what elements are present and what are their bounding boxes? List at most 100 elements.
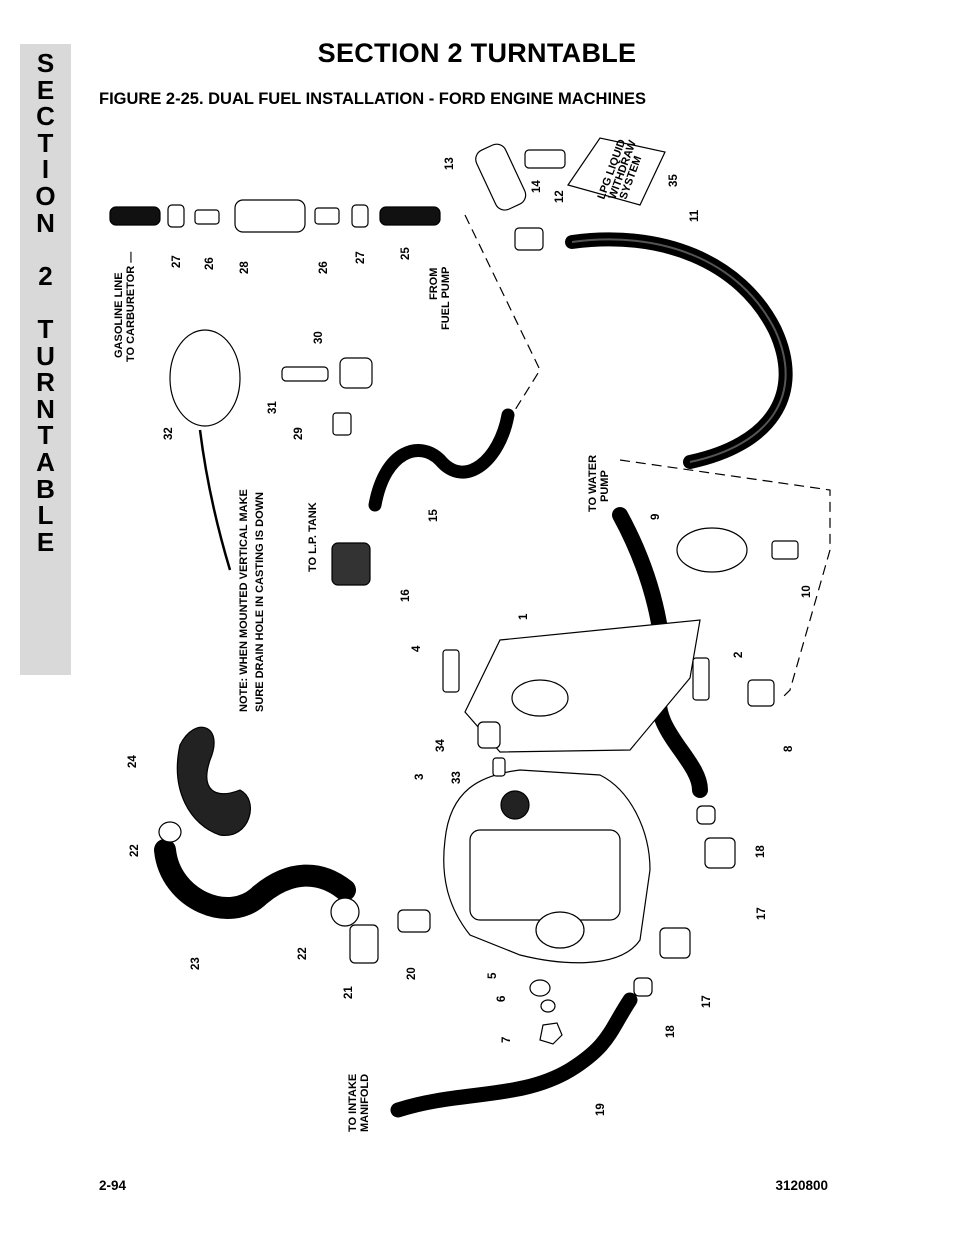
callout-4: 4: [411, 645, 423, 652]
callout-7: 7: [501, 1037, 513, 1043]
clamp-27a: [167, 204, 185, 228]
bolt-2: [692, 657, 710, 701]
elbow-17b: [659, 927, 691, 959]
callout-16: 16: [400, 589, 412, 602]
callouts: 1 2 3 4 5 6 7 8 9 10 11 12 13 14 15 16 1…: [127, 157, 813, 1116]
hose-25: [379, 206, 441, 226]
hose-15: [368, 408, 515, 512]
part-13: [475, 143, 527, 211]
callout-28: 28: [239, 261, 251, 274]
side-tab-letter: U: [36, 340, 55, 371]
clamp-18b: [633, 977, 653, 997]
elbow-21: [349, 924, 379, 964]
callout-1: 1: [518, 613, 530, 620]
fitting-26a: [194, 209, 220, 225]
callout-22a: 22: [129, 844, 141, 857]
figure-caption: FIGURE 2-25. DUAL FUEL INSTALLATION - FO…: [99, 90, 646, 108]
callout-27b: 27: [355, 251, 367, 264]
callout-26b: 26: [318, 261, 330, 274]
callout-24: 24: [127, 755, 139, 768]
side-tab-letter: T: [37, 420, 54, 451]
elbow-30: [339, 357, 373, 389]
side-tab-letter: O: [35, 180, 56, 211]
callout-13: 13: [444, 157, 456, 170]
elbow-24: [176, 726, 251, 836]
washer-6: [540, 999, 556, 1013]
callout-26a: 26: [204, 257, 216, 270]
fitting-34: [477, 721, 501, 749]
side-tab-letter: T: [37, 127, 54, 158]
figure-labels: GASOLINE LINE TO CARBURETOR — FROM FUEL …: [113, 138, 644, 1132]
callout-15: 15: [428, 509, 440, 522]
callout-22b: 22: [297, 947, 309, 960]
elbow-8: [747, 679, 775, 707]
callout-30: 30: [313, 331, 325, 344]
side-tab-letter: 2: [38, 260, 53, 291]
callout-32: 32: [163, 427, 175, 440]
gasket-plate-1: [464, 619, 701, 753]
clamp-22b: [330, 897, 360, 927]
callout-34: 34: [435, 739, 447, 752]
side-tab-letter: L: [37, 500, 54, 531]
callout-33: 33: [451, 771, 463, 784]
fitting-20: [397, 909, 431, 933]
note-label: NOTE: WHEN MOUNTED VERTICAL MAKE: [238, 489, 250, 712]
callout-21: 21: [343, 986, 355, 999]
decal-35: [567, 137, 666, 206]
elbow-17a: [704, 837, 736, 869]
callout-12: 12: [554, 190, 566, 203]
side-tab-letter: N: [36, 207, 55, 238]
page-number: 2-94: [99, 1178, 127, 1193]
section-title: SECTION 2 TURNTABLE: [317, 38, 637, 68]
fitting-26b: [314, 207, 340, 225]
valve-28: [234, 199, 306, 233]
hose-19: [390, 992, 638, 1118]
callout-2: 2: [733, 652, 745, 658]
solenoid-9: [676, 527, 748, 573]
callout-19: 19: [595, 1103, 607, 1116]
plug-33: [492, 757, 506, 777]
callout-29: 29: [293, 427, 305, 440]
bolt-4: [442, 649, 460, 693]
side-tab-letter: T: [37, 313, 54, 344]
fitting-29: [332, 412, 352, 436]
elbow-12: [514, 227, 544, 251]
to-water-pump-label: PUMP: [599, 470, 611, 502]
to-lp-tank-label: TO L.P. TANK: [307, 502, 319, 572]
note-label: SURE DRAIN HOLE IN CASTING IS DOWN: [254, 492, 266, 712]
callout-27a: 27: [171, 255, 183, 268]
callout-14: 14: [531, 180, 543, 193]
gasoline-line-label: GASOLINE LINE: [113, 272, 125, 358]
to-intake-manifold-label: TO INTAKE: [347, 1074, 359, 1132]
document-number: 3120800: [775, 1178, 828, 1193]
side-tab-letter: N: [36, 393, 55, 424]
callout-35: 35: [668, 174, 680, 187]
callout-8: 8: [783, 745, 795, 752]
section-side-tab: S E C T I O N 2 T U R N T A B L E: [20, 44, 71, 675]
washer-5: [529, 979, 551, 997]
hose-23: [154, 839, 356, 919]
side-tab-letter: R: [36, 367, 55, 398]
callout-5: 5: [487, 972, 499, 979]
filter-16: [331, 542, 371, 586]
fitting-31: [281, 366, 329, 382]
side-tab-letter: A: [36, 446, 55, 477]
side-tab-letter: S: [36, 48, 55, 78]
callout-17a: 17: [756, 907, 768, 920]
callout-9: 9: [650, 514, 662, 520]
side-tab-letter: E: [36, 526, 55, 557]
clamp-27b: [351, 204, 369, 228]
to-water-pump-label: TO WATER: [587, 455, 599, 512]
callout-20: 20: [406, 967, 418, 980]
side-tab-letter: E: [36, 74, 55, 105]
callout-17b: 17: [701, 995, 713, 1008]
hose-11: [565, 232, 793, 469]
gasoline-hose: [109, 206, 161, 226]
callout-6: 6: [496, 996, 508, 1002]
from-fuel-pump-label: FUEL PUMP: [440, 267, 452, 330]
side-tab-letter: I: [41, 154, 50, 185]
from-fuel-pump-label: FROM: [428, 268, 440, 300]
part-32: [169, 329, 241, 427]
side-tab-letters: S E C T I O N 2 T U R N T A B L E: [20, 50, 71, 555]
